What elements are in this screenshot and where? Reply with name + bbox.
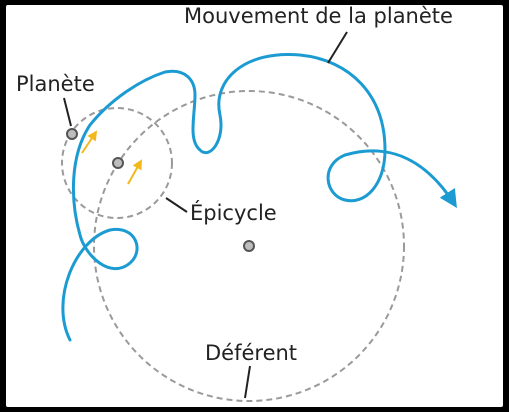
planet-point — [66, 128, 78, 140]
deferent-leader-line — [244, 365, 251, 399]
planet-motion-label: Mouvement de la planète — [184, 4, 453, 28]
planet-label: Planète — [16, 72, 95, 96]
epicycle-direction-arrow — [81, 130, 98, 154]
deferent-label: Déférent — [205, 341, 297, 365]
deferent-circle — [93, 90, 405, 402]
planet-leader-line — [63, 97, 72, 127]
epicycle-leader-line — [165, 197, 188, 213]
planet-motion-path — [61, 52, 457, 342]
epicycle-label: Épicycle — [190, 200, 277, 225]
planet-motion-leader-line — [327, 31, 348, 64]
epicycle-center-point — [112, 157, 124, 169]
deferent-direction-arrow — [127, 159, 142, 185]
earth-center-point — [243, 240, 255, 252]
epicycle-circle — [61, 107, 173, 219]
diagram-frame — [6, 5, 503, 407]
